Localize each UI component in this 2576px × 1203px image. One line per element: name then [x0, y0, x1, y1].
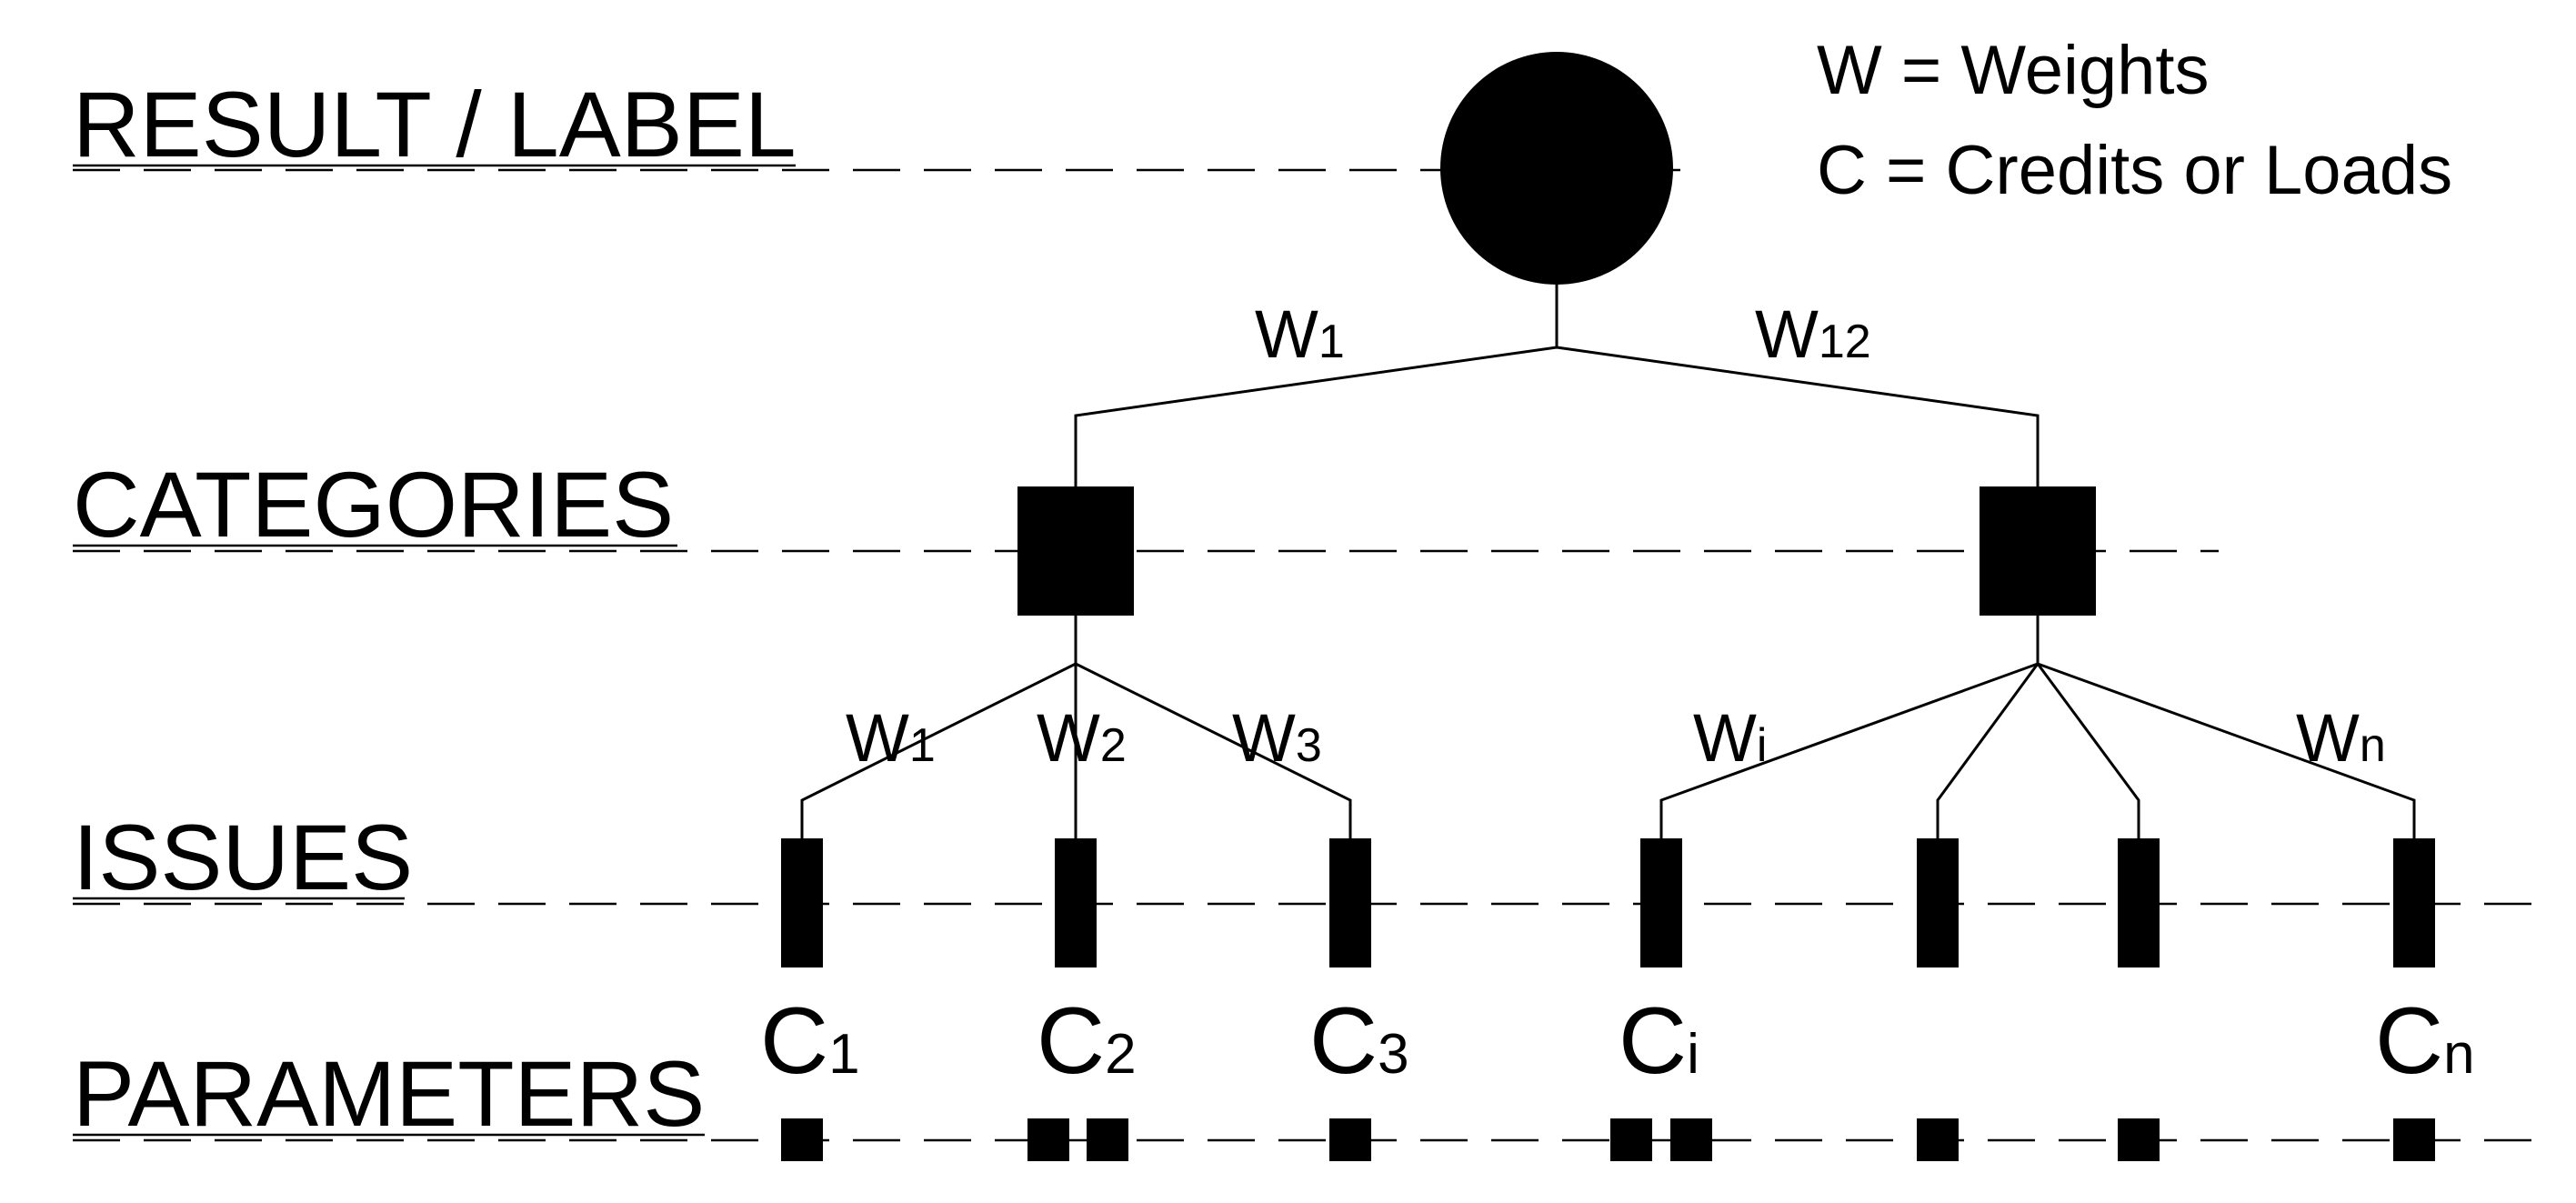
- category-node-left: [1017, 486, 1134, 616]
- parameter-node: [1670, 1118, 1712, 1161]
- issue-node-3: [1329, 838, 1371, 967]
- weight-label-top-left: W1: [1255, 296, 1345, 372]
- credit-label-2: C2: [1037, 988, 1137, 1094]
- parameter-node: [1087, 1118, 1128, 1161]
- issue-node-1: [781, 838, 823, 967]
- result-to-categories-edge: [1074, 285, 2040, 486]
- weight-label-left-1: W1: [846, 700, 936, 776]
- issues-level-label: ISSUES: [73, 806, 413, 909]
- categories-level-label: CATEGORIES: [73, 453, 674, 556]
- weight-label-left-3: W3: [1232, 700, 1322, 776]
- issue-node-n: [2393, 838, 2435, 967]
- parameter-node: [1027, 1118, 1069, 1161]
- legend-weights: W = Weights: [1817, 32, 2210, 109]
- credit-label-n: Cn: [2375, 988, 2475, 1094]
- parameter-node: [2118, 1118, 2160, 1161]
- left-category-to-issues-edge: [800, 616, 1352, 840]
- credit-label-3: C3: [1309, 988, 1409, 1094]
- parameter-node: [1610, 1118, 1652, 1161]
- issue-node-i: [1640, 838, 1682, 967]
- category-node-right: [1980, 486, 2096, 616]
- weight-label-right-n: Wn: [2296, 700, 2386, 776]
- parameters-level-label: PARAMETERS: [73, 1042, 705, 1146]
- parameter-node: [781, 1118, 823, 1161]
- legend-credits: C = Credits or Loads: [1817, 132, 2452, 209]
- result-level-label: RESULT / LABEL: [73, 73, 797, 176]
- parameter-node: [1917, 1118, 1959, 1161]
- parameter-node: [1329, 1118, 1371, 1161]
- weight-label-left-2: W2: [1037, 700, 1127, 776]
- weight-label-top-right: W12: [1755, 296, 1871, 372]
- weight-label-right-i: Wi: [1693, 700, 1767, 776]
- parameter-node: [2393, 1118, 2435, 1161]
- issue-node-2: [1055, 838, 1097, 967]
- issue-node-6: [2118, 838, 2160, 967]
- credit-label-i: Ci: [1619, 988, 1699, 1094]
- result-node: [1440, 52, 1673, 285]
- right-category-to-issues-edge: [1659, 616, 2416, 840]
- credit-label-1: C1: [760, 988, 860, 1094]
- issue-node-5: [1917, 838, 1959, 967]
